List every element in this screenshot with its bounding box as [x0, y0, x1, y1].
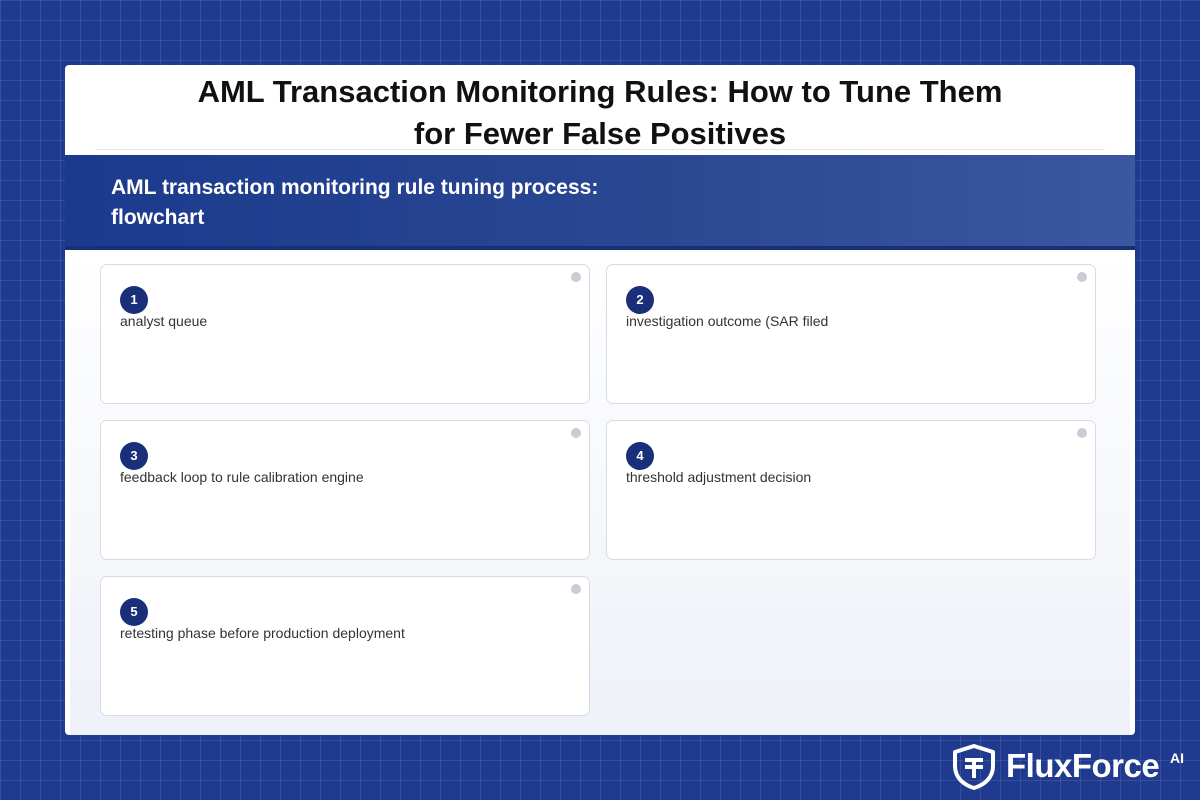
- flowchart-step-2: 2 investigation outcome (SAR filed: [606, 264, 1096, 404]
- step-number-badge: 5: [120, 598, 148, 626]
- page-title-line-2: for Fewer False Positives: [413, 116, 787, 151]
- status-dot-icon: [571, 272, 581, 282]
- page-title: AML Transaction Monitoring Rules: How to…: [65, 71, 1135, 155]
- banner-heading-line-2: flowchart: [111, 206, 205, 229]
- section-banner: AML transaction monitoring rule tuning p…: [65, 155, 1135, 250]
- flowchart-step-5: 5 retesting phase before production depl…: [100, 576, 590, 716]
- status-dot-icon: [1077, 428, 1087, 438]
- step-label: analyst queue: [120, 313, 208, 329]
- step-number-badge: 3: [120, 442, 148, 470]
- logo-wordmark: FluxForce: [1006, 747, 1160, 784]
- step-number-badge: 1: [120, 286, 148, 314]
- banner-heading-line-1: AML transaction monitoring rule tuning p…: [111, 176, 599, 199]
- banner-heading: AML transaction monitoring rule tuning p…: [111, 173, 671, 233]
- step-label: threshold adjustment decision: [626, 469, 812, 485]
- shield-icon: [953, 744, 995, 790]
- status-dot-icon: [1077, 272, 1087, 282]
- step-label: investigation outcome (SAR filed: [626, 313, 829, 329]
- step-label: retesting phase before production deploy…: [120, 625, 405, 641]
- page-title-line-1: AML Transaction Monitoring Rules: How to…: [197, 74, 1003, 109]
- flowchart-step-3: 3 feedback loop to rule calibration engi…: [100, 420, 590, 560]
- flowchart-step-1: 1 analyst queue: [100, 264, 590, 404]
- status-dot-icon: [571, 584, 581, 594]
- status-dot-icon: [571, 428, 581, 438]
- step-label: feedback loop to rule calibration engine: [120, 469, 364, 485]
- fluxforce-logo: FluxForce AI: [952, 742, 1192, 790]
- logo-suffix: AI: [1170, 750, 1184, 766]
- step-number-badge: 4: [626, 442, 654, 470]
- flowchart-step-4: 4 threshold adjustment decision: [606, 420, 1096, 560]
- step-number-badge: 2: [626, 286, 654, 314]
- title-divider: [95, 149, 1105, 150]
- flowchart-panel: 1 analyst queue 2 investigation outcome …: [70, 250, 1130, 735]
- content-card: AML Transaction Monitoring Rules: How to…: [65, 65, 1135, 735]
